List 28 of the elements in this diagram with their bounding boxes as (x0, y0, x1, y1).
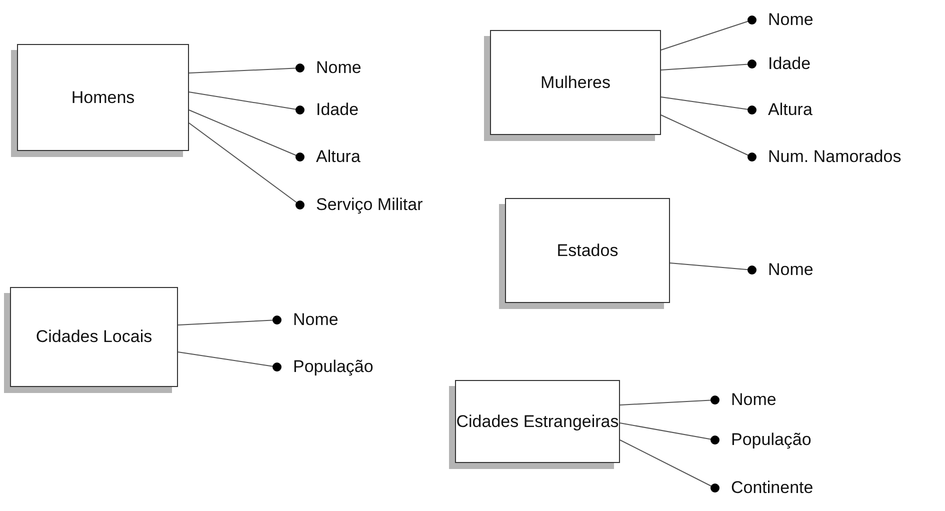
attribute-connector (178, 352, 282, 372)
attribute-label: Nome (752, 10, 814, 30)
attribute-connector (620, 422, 720, 444)
attribute-label: Nome (752, 260, 814, 280)
attribute-label: Idade (300, 100, 359, 120)
attribute-connector (620, 396, 720, 406)
attribute-label: Altura (752, 100, 812, 120)
attribute-connector (188, 122, 304, 210)
attribute-label: Altura (300, 147, 360, 167)
attribute-label: Nome (277, 310, 338, 330)
attribute-label: População (715, 430, 812, 450)
attribute-connector (188, 92, 304, 114)
attribute-label: Idade (752, 54, 811, 74)
attribute-connector (660, 60, 756, 70)
attribute-connector (660, 114, 756, 162)
attribute-label: Nome (715, 390, 776, 410)
attribute-connector (188, 64, 304, 74)
attribute-connector (188, 110, 304, 162)
attribute-label: Continente (715, 478, 814, 498)
attribute-label: Serviço Militar (300, 195, 423, 215)
attribute-label: Nome (300, 58, 362, 78)
attribute-label: Num. Namorados (752, 147, 902, 167)
attribute-label: População (277, 357, 374, 377)
attribute-connector (660, 16, 756, 50)
attribute-connector (660, 96, 756, 114)
attribute-connector (620, 440, 720, 492)
attribute-connector (178, 316, 282, 326)
attribute-connector (670, 262, 756, 274)
